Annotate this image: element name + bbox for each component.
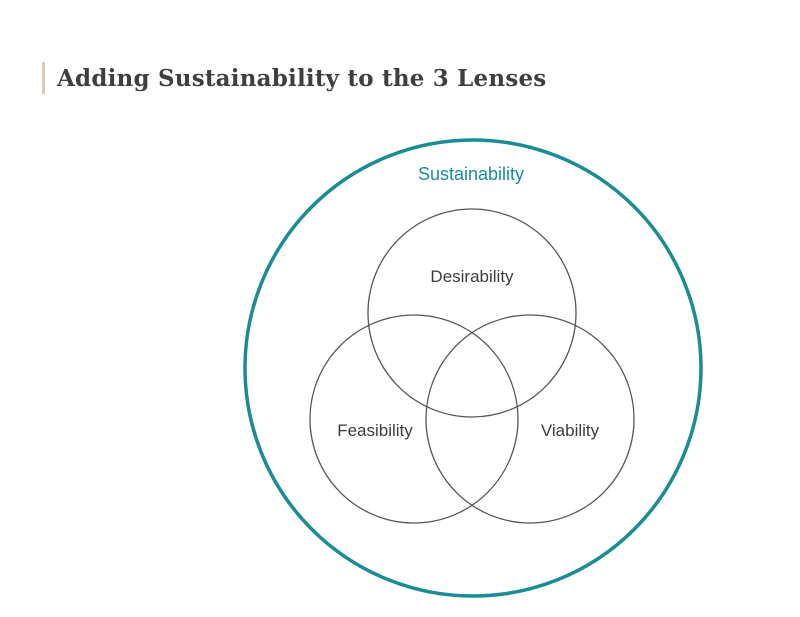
viability-circle xyxy=(425,314,635,524)
desirability-circle xyxy=(367,208,577,418)
viability-label: Viability xyxy=(541,421,600,440)
title-accent-bar xyxy=(42,62,45,94)
page-title: Adding Sustainability to the 3 Lenses xyxy=(57,64,547,92)
sustainability-circle xyxy=(243,138,703,598)
title-block: Adding Sustainability to the 3 Lenses xyxy=(42,62,546,94)
sustainability-label: Sustainability xyxy=(418,164,524,184)
feasibility-circle xyxy=(309,314,519,524)
feasibility-label: Feasibility xyxy=(337,421,413,440)
desirability-label: Desirability xyxy=(430,267,514,286)
